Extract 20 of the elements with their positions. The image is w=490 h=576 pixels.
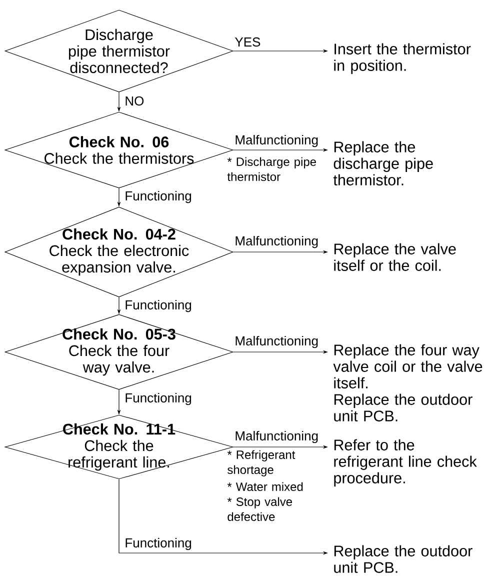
edge-label: YES bbox=[234, 36, 262, 48]
result-text: Replace the four way valve coil or the valve itself. Replace the outdoor unit PCB. bbox=[333, 344, 482, 422]
result-text: Insert the thermistor in position. bbox=[334, 43, 471, 74]
note-text: * Stop valve defective bbox=[227, 497, 292, 521]
result-text: Replace the discharge pipe thermistor. bbox=[333, 141, 433, 186]
edge-label: Malfunctioning bbox=[234, 335, 320, 349]
result-text: Refer to the refrigerant line check procedure. bbox=[334, 439, 477, 486]
edge-label: Malfunctioning bbox=[234, 134, 320, 148]
edge-label: Functioning bbox=[124, 537, 192, 551]
edge-label: Functioning bbox=[124, 190, 192, 204]
note-text: * Discharge pipe thermistor bbox=[227, 157, 316, 181]
edge-label: NO bbox=[124, 96, 145, 106]
edge-label: Malfunctioning bbox=[234, 430, 320, 444]
edge-label: Functioning bbox=[124, 299, 192, 313]
edge-label: Malfunctioning bbox=[234, 235, 320, 249]
note-text: * Refrigerant shortage bbox=[227, 450, 296, 476]
result-text: Replace the outdoor unit PCB. bbox=[334, 545, 472, 573]
result-text: Replace the valve itself or the coil. bbox=[334, 243, 456, 271]
note-text: * Water mixed bbox=[227, 482, 303, 491]
edge-label: Functioning bbox=[124, 392, 192, 406]
